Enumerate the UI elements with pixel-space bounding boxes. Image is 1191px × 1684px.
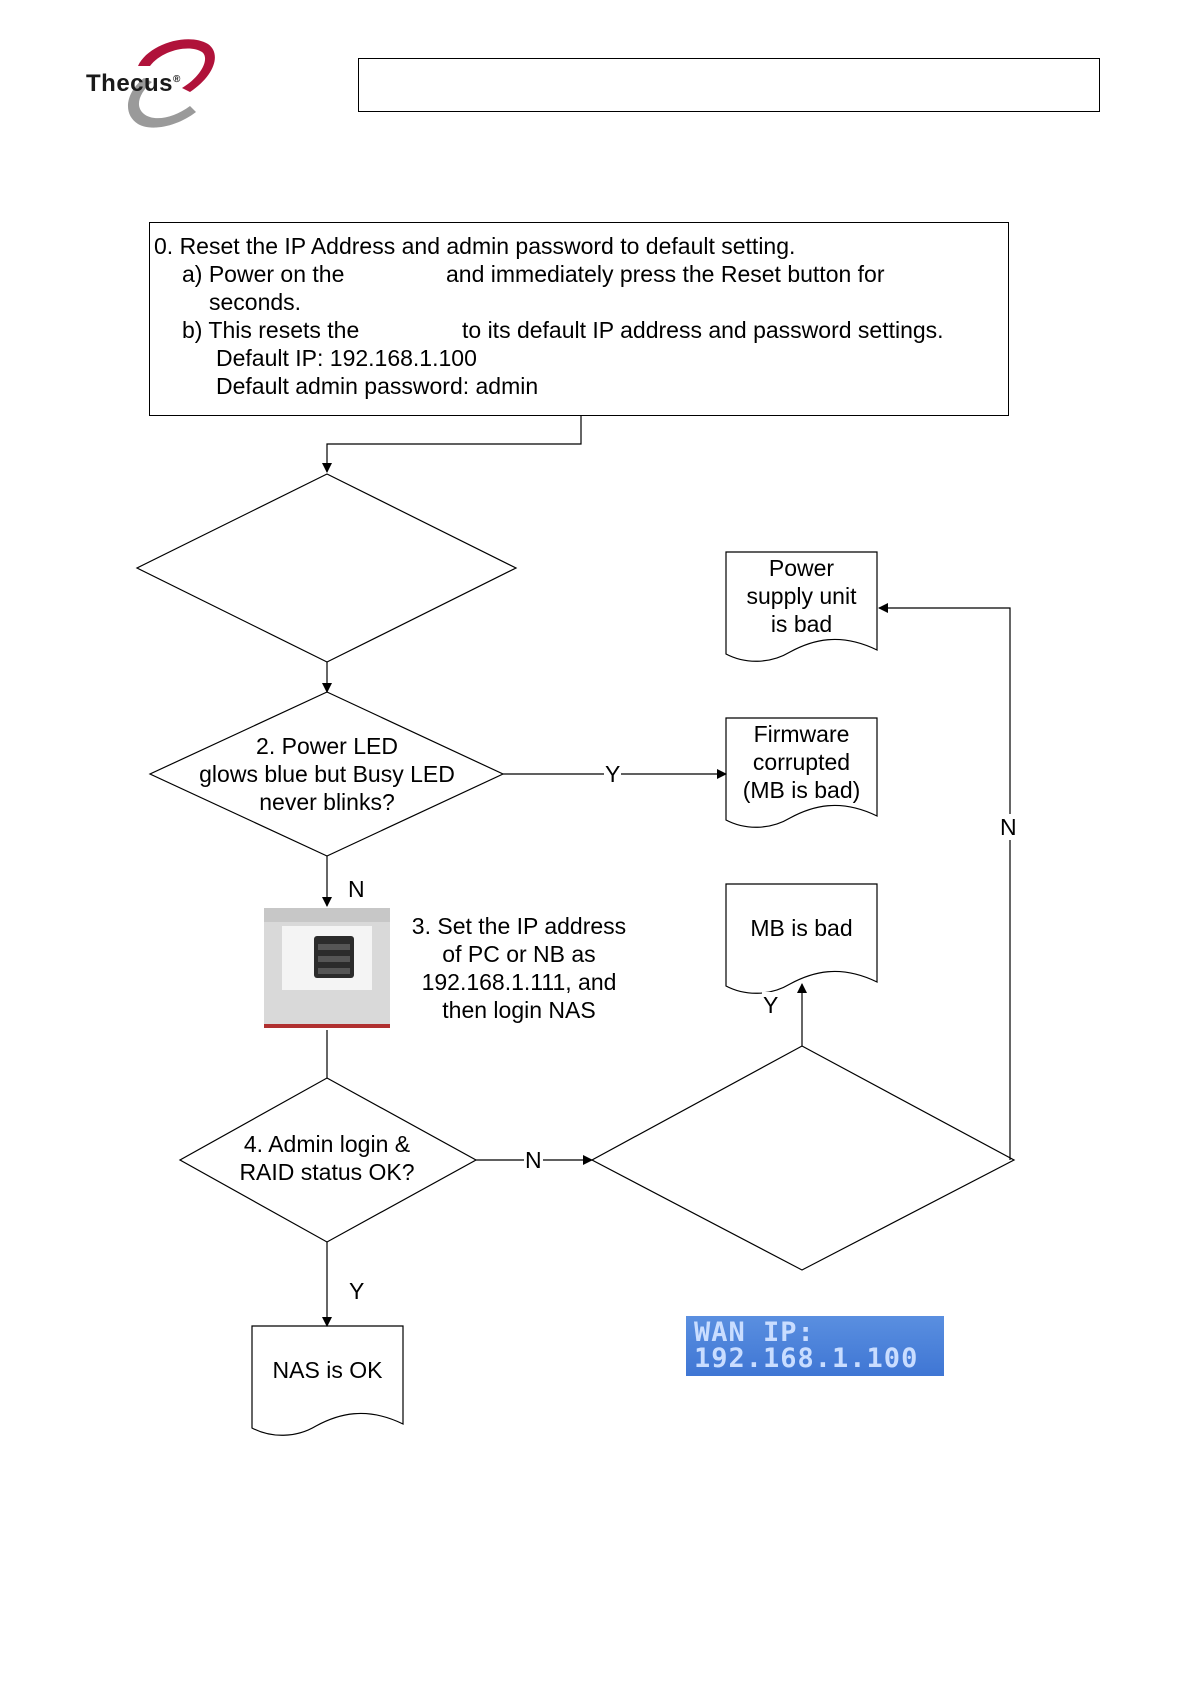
step0-box: 0. Reset the IP Address and admin passwo… — [149, 222, 1009, 416]
device-slot — [318, 944, 350, 950]
firmware-node — [725, 717, 878, 828]
step2-no-label: N — [347, 876, 366, 902]
step1-decision — [135, 473, 518, 663]
right-no-label: N — [999, 814, 1018, 840]
right-decision — [590, 1045, 1016, 1271]
device-slot — [318, 968, 350, 974]
lcd-line1: WAN IP: — [694, 1317, 815, 1348]
thecus-logo-icon — [127, 39, 215, 128]
logo-text: Thecus® — [86, 70, 181, 97]
screenshot-titlebar — [264, 908, 390, 922]
step0-a-seconds: seconds. — [209, 289, 302, 315]
default-password: Default admin password: admin — [216, 373, 539, 399]
connector-step0-to-step1 — [322, 416, 582, 473]
step4-yes-label: Y — [348, 1278, 366, 1304]
step0-title: 0. Reset the IP Address and admin passwo… — [154, 233, 796, 259]
step0-a-start: a) Power on the — [182, 261, 345, 287]
nas-ok-node — [251, 1325, 404, 1436]
header-box — [358, 58, 1100, 112]
step4-no-label: N — [524, 1147, 543, 1173]
step4-text: 4. Admin login &RAID status OK? — [239, 1131, 415, 1185]
power-supply-node — [725, 551, 878, 662]
mb-bad-text: MB is bad — [750, 915, 853, 941]
login-screenshot-image — [264, 908, 390, 1028]
step0-b-start: b) This resets the — [182, 317, 360, 343]
connector-right-no — [878, 603, 1011, 1160]
step2-yes-label: Y — [604, 761, 622, 787]
lcd-line2: 192.168.1.100 — [694, 1343, 919, 1374]
right-yes-label: Y — [762, 992, 780, 1018]
nas-ok-text: NAS is OK — [272, 1357, 383, 1383]
step0-a-end: and immediately press the Reset button f… — [446, 261, 885, 287]
mb-bad-node — [725, 883, 878, 994]
default-ip: Default IP: 192.168.1.100 — [216, 345, 477, 371]
device-slot — [318, 956, 350, 962]
lcd-display: WAN IP: 192.168.1.100 — [686, 1316, 944, 1376]
step0-b-end: to its default IP address and password s… — [462, 317, 944, 343]
